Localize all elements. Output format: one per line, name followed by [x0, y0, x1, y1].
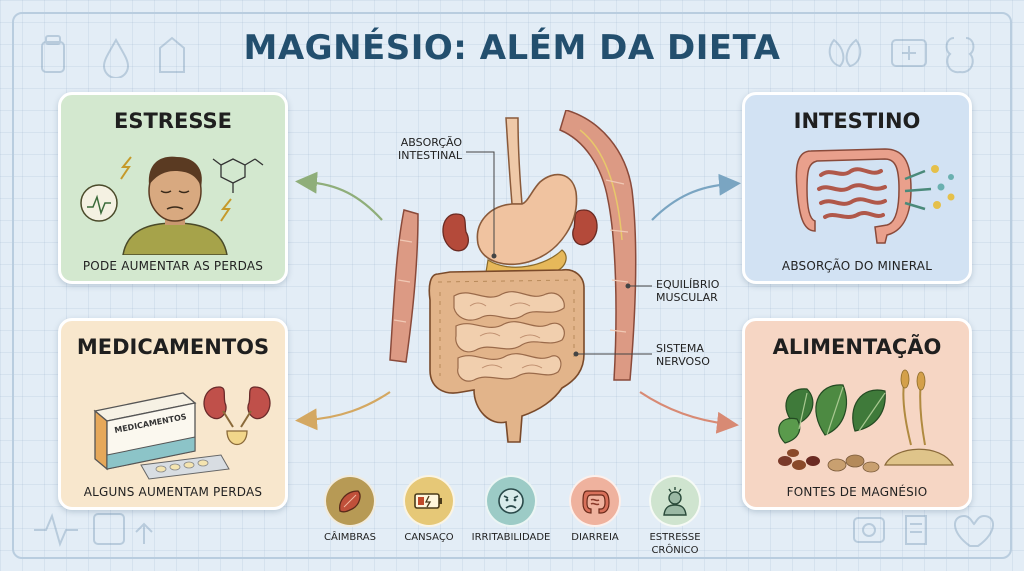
stressed-man-illustration — [80, 156, 264, 255]
symptom-cramps-label: CÂIMBRAS — [324, 532, 376, 543]
symptom-chronic-stress-label: ESTRESSE CRÔNICO — [630, 531, 720, 557]
irritated-face-icon — [485, 475, 537, 527]
symptom-chronic-stress-line2: CRÔNICO — [651, 545, 699, 556]
callout-absorption-line1: ABSORÇÃO — [400, 136, 462, 149]
symptom-diarrhea: DIARREIA — [550, 475, 640, 544]
symptom-fatigue: CANSAÇO — [384, 475, 474, 544]
callout-intestinal-absorption: ABSORÇÃO INTESTINAL — [392, 136, 462, 162]
medications-card-title: MEDICAMENTOS — [76, 335, 270, 359]
medications-card-caption: ALGUNS AUMENTAM PERDAS — [83, 485, 263, 499]
medications-card: MEDICAMENTOS MEDICAMENTOS ALGUNS AUMENTA… — [58, 318, 288, 510]
stressed-person-icon — [649, 475, 701, 527]
muscle-icon — [324, 475, 376, 527]
decorative-medical-icons-bottom-right — [853, 514, 994, 547]
symptom-chronic-stress-line1: ESTRESSE — [649, 532, 701, 543]
symptom-diarrhea-label: DIARREIA — [571, 532, 619, 543]
callout-absorption-line2: INTESTINAL — [398, 149, 462, 162]
callout-nervous-system: SISTEMA NERVOSO — [656, 342, 710, 368]
callout-muscle-line1: EQUILÍBRIO — [656, 278, 720, 291]
magnesium-food-sources-illustration — [778, 369, 955, 473]
food-card-title: ALIMENTAÇÃO — [772, 335, 942, 359]
callout-muscle-line2: MUSCULAR — [656, 291, 718, 304]
decorative-medical-icons-top-left — [41, 35, 185, 78]
symptom-chronic-stress: ESTRESSE CRÔNICO — [630, 475, 720, 557]
food-card-caption: FONTES DE MAGNÉSIO — [786, 485, 928, 499]
intestine-card-caption: ABSORÇÃO DO MINERAL — [781, 259, 933, 273]
page-title: MAGNÉSIO: ALÉM DA DIETA — [243, 28, 781, 68]
symptom-fatigue-label: CANSAÇO — [404, 532, 454, 543]
callout-muscle-balance: EQUILÍBRIO MUSCULAR — [656, 278, 719, 304]
intestine-card: INTESTINO ABSORÇÃO DO MINERAL — [742, 92, 972, 284]
digestive-anatomy-illustration — [389, 110, 637, 443]
page-frame — [12, 12, 1012, 559]
stress-card: ESTRESSE PODE AUMENTAR AS PERDAS — [58, 92, 288, 284]
callout-nervous-line1: SISTEMA — [656, 342, 704, 355]
stress-card-caption: PODE AUMENTAR AS PERDAS — [82, 259, 264, 273]
symptom-irritability-label: IRRITABILIDADE — [471, 532, 551, 543]
intestine-icon — [569, 475, 621, 527]
low-battery-icon — [403, 475, 455, 527]
food-card: ALIMENTAÇÃO FONTES DE MAGNÉSIO — [742, 318, 972, 510]
callout-nervous-line2: NERVOSO — [656, 355, 710, 368]
symptom-cramps: CÂIMBRAS — [305, 475, 395, 544]
symptom-irritability: IRRITABILIDADE — [466, 475, 556, 544]
intestine-absorption-illustration — [795, 148, 955, 244]
stress-card-title: ESTRESSE — [114, 109, 232, 133]
decorative-medical-icons-top-right — [828, 37, 975, 74]
decorative-medical-icons-bottom-left — [34, 513, 153, 547]
medications-illustration: MEDICAMENTOS — [93, 386, 271, 480]
intestine-card-title: INTESTINO — [793, 109, 921, 133]
